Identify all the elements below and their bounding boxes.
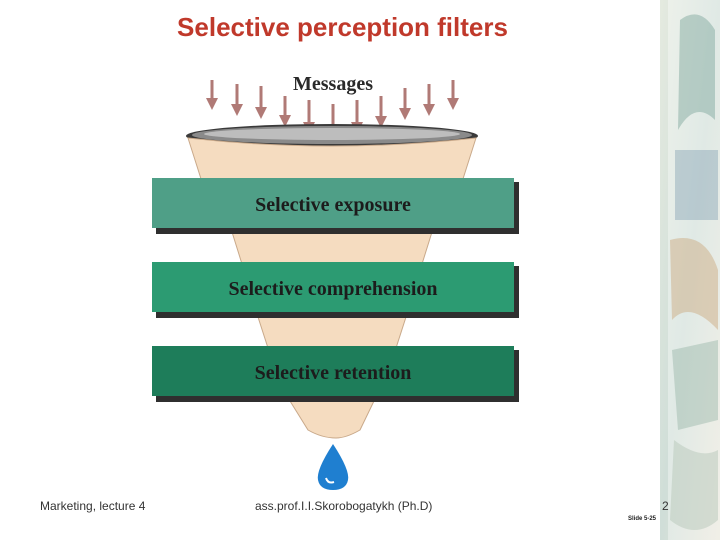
message-arrow — [231, 84, 243, 116]
stage-band-exposure — [152, 178, 514, 228]
messages-label: Messages — [293, 73, 373, 95]
stage-band-comprehension — [152, 262, 514, 312]
message-arrow — [255, 86, 267, 119]
stage-label-comprehension: Selective comprehension — [228, 278, 437, 300]
footer-course: Marketing, lecture 4 — [40, 499, 146, 513]
stage-label-exposure: Selective exposure — [255, 194, 411, 216]
message-arrow — [399, 88, 411, 120]
message-arrow — [279, 96, 291, 127]
footer-author: ass.prof.I.I.Skorobogatykh (Ph.D) — [255, 499, 433, 513]
footer-page-number: 2 — [662, 499, 669, 513]
slide-title: Selective perception filters — [177, 12, 508, 42]
stage-band-retention — [152, 346, 514, 396]
decorative-side-image — [660, 0, 720, 540]
message-arrow — [447, 80, 459, 110]
stage-label-retention: Selective retention — [255, 362, 412, 384]
message-arrow — [206, 80, 218, 110]
water-drop-icon — [317, 444, 349, 490]
message-arrow — [375, 96, 387, 128]
slide-number: Slide 5-25 — [628, 516, 657, 522]
message-arrow — [423, 84, 435, 116]
selective-perception-funnel-diagram: Messages Selective exposure Selective co… — [150, 72, 527, 490]
